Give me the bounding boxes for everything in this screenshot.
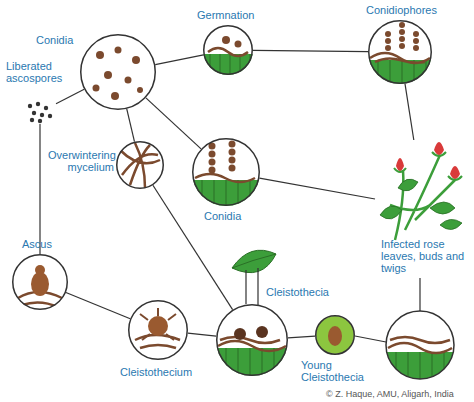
node-outline: [128, 300, 188, 360]
node-outline: [192, 138, 260, 206]
cycle-connector: [405, 84, 414, 140]
host-plant: Infected rose leaves, buds and twigs: [375, 140, 474, 276]
stage-circle: Cleistothecia: [216, 304, 288, 376]
stage-circle: Conidiophores: [368, 20, 432, 84]
cycle-connector: [66, 293, 130, 319]
stage-circle: Overwintering mycelium: [116, 141, 164, 189]
stage-circle: Germnation: [203, 25, 253, 75]
node-outline: [24, 100, 56, 124]
spore-cluster: Liberated ascospores: [24, 100, 56, 124]
stage-label: Conidia: [204, 210, 254, 222]
node-outline: [216, 304, 288, 376]
stage-label: Ascus: [22, 238, 72, 250]
node-outline: [116, 141, 164, 189]
node-outline: [12, 254, 68, 310]
node-outline: [80, 34, 156, 110]
stage-label: Cleistothecium: [120, 366, 210, 378]
node-outline: [315, 315, 355, 355]
stage-circle: Conidia: [80, 34, 156, 110]
cycle-connector: [155, 55, 203, 65]
stage-label: Conidiophores: [366, 4, 456, 16]
cycle-connector: [127, 109, 135, 142]
cycle-connector: [253, 50, 368, 51]
cycle-connector: [39, 124, 40, 254]
stage-label: Germnation: [197, 9, 277, 21]
stage-label: Overwintering mycelium: [48, 149, 114, 173]
cycle-connector: [56, 89, 84, 103]
node-outline: [203, 25, 253, 75]
cycle-connector: [146, 98, 201, 149]
stage-label: Infected rose leaves, buds and twigs: [381, 238, 473, 274]
cycle-connector: [288, 336, 315, 338]
stage-circle: Cleistothecium: [128, 300, 188, 360]
stage-label: Young Cleistothecia: [301, 359, 371, 383]
stage-label: Conidia: [36, 34, 86, 46]
stage-circle: Conidia: [192, 138, 260, 206]
stage-label: Liberated ascospores: [6, 60, 68, 84]
cycle-connector: [188, 333, 216, 336]
node-outline: [368, 20, 432, 84]
cycle-connector: [153, 185, 233, 309]
stage-circle: Young Cleistothecia: [315, 315, 355, 355]
copyright-note: © Z. Haque, AMU, Aligarh, India: [326, 389, 454, 399]
stage-label: Cleistothecia: [266, 286, 346, 298]
cycle-connector: [259, 178, 375, 199]
stage-circle: Ascus: [12, 254, 68, 310]
